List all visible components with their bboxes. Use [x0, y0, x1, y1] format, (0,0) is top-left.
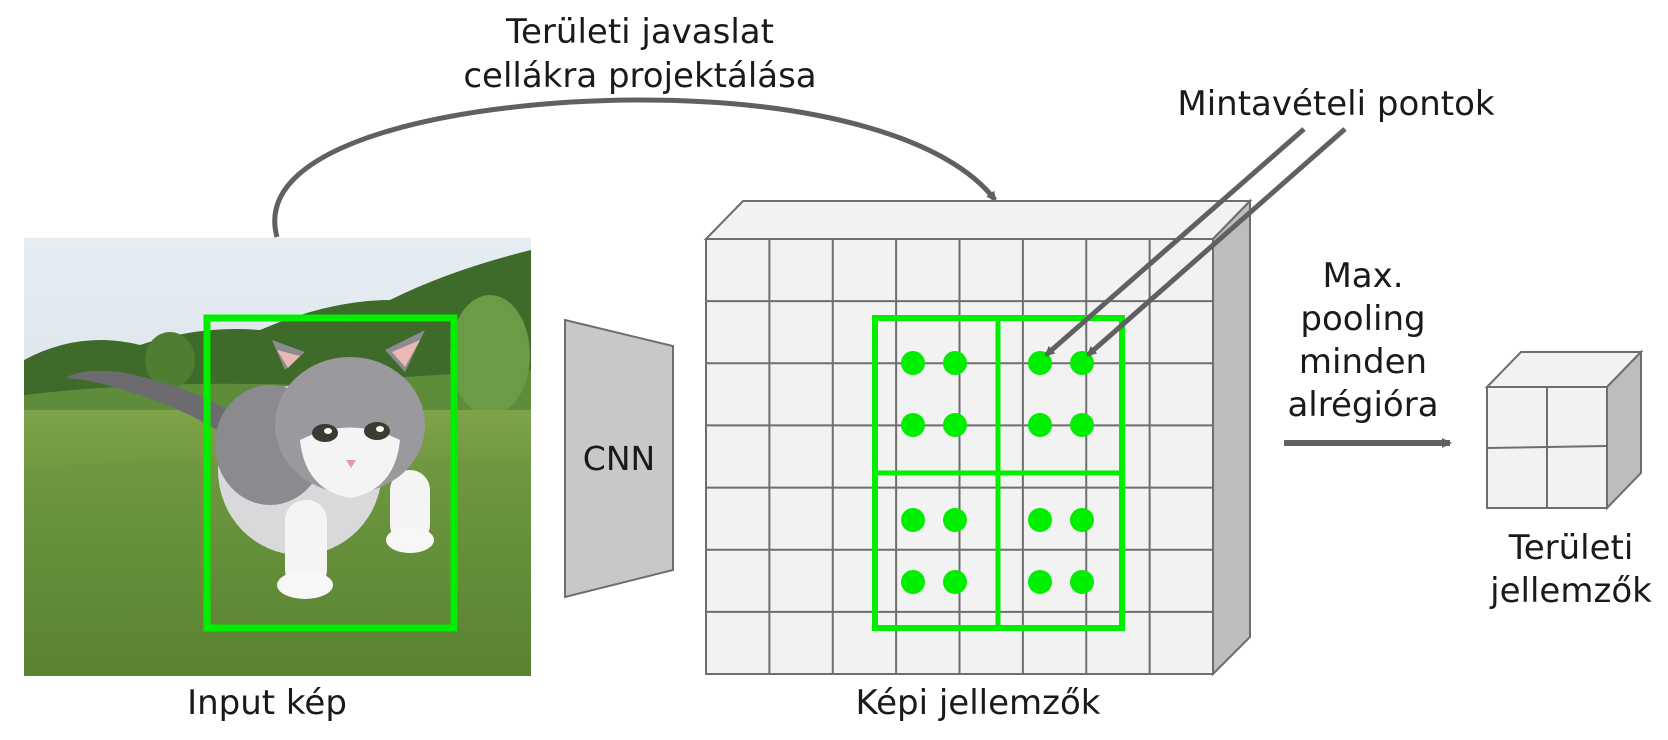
sampling-point [1028, 508, 1052, 532]
region-features-label-line2: jellemzők [1489, 571, 1652, 611]
maxpool-label-line4: alrégióra [1287, 385, 1438, 425]
feature-map [703, 198, 1253, 677]
maxpool-label-line3: minden [1299, 342, 1427, 382]
sampling-point [1070, 413, 1094, 437]
cnn-label: CNN [583, 439, 655, 478]
sampling-arrow-1 [1044, 127, 1306, 357]
sampling-points [901, 351, 1094, 594]
roi-region [872, 315, 1125, 631]
sampling-point [1070, 508, 1094, 532]
feature-grid [706, 239, 1213, 674]
sampling-point [1070, 570, 1094, 594]
projection-label-line2: cellákra projektálása [463, 56, 816, 96]
sampling-point [1070, 351, 1094, 375]
region-features-cube [1484, 349, 1644, 511]
maxpool-label-line2: pooling [1300, 299, 1425, 339]
sampling-point [901, 413, 925, 437]
sampling-point [901, 570, 925, 594]
sampling-point [1028, 413, 1052, 437]
sampling-point [943, 413, 967, 437]
maxpool-label-line1: Max. [1322, 256, 1403, 296]
kitten-head [272, 330, 425, 498]
feature-map-side-face [1212, 198, 1251, 677]
sampling-point [943, 570, 967, 594]
input-proposal-box [203, 314, 458, 632]
projection-label-line1: Területi javaslat [505, 12, 774, 52]
sampling-point [1028, 351, 1052, 375]
sampling-point [943, 508, 967, 532]
sampling-points-label: Mintavételi pontok [1177, 84, 1495, 124]
input-image [24, 238, 531, 676]
region-features-label-line1: Területi [1508, 528, 1634, 568]
feature-map-top-face [703, 200, 1253, 240]
output-cube-horizontal-divider [1486, 445, 1608, 449]
input-image-caption: Input kép [187, 683, 347, 723]
sampling-point [943, 351, 967, 375]
projection-arrow [272, 97, 997, 238]
sampling-arrow-2 [1086, 127, 1347, 357]
sampling-point [1028, 570, 1052, 594]
cnn-block [564, 318, 674, 599]
sampling-point [901, 351, 925, 375]
sampling-point [901, 508, 925, 532]
feature-map-caption: Képi jellemzők [856, 683, 1101, 723]
